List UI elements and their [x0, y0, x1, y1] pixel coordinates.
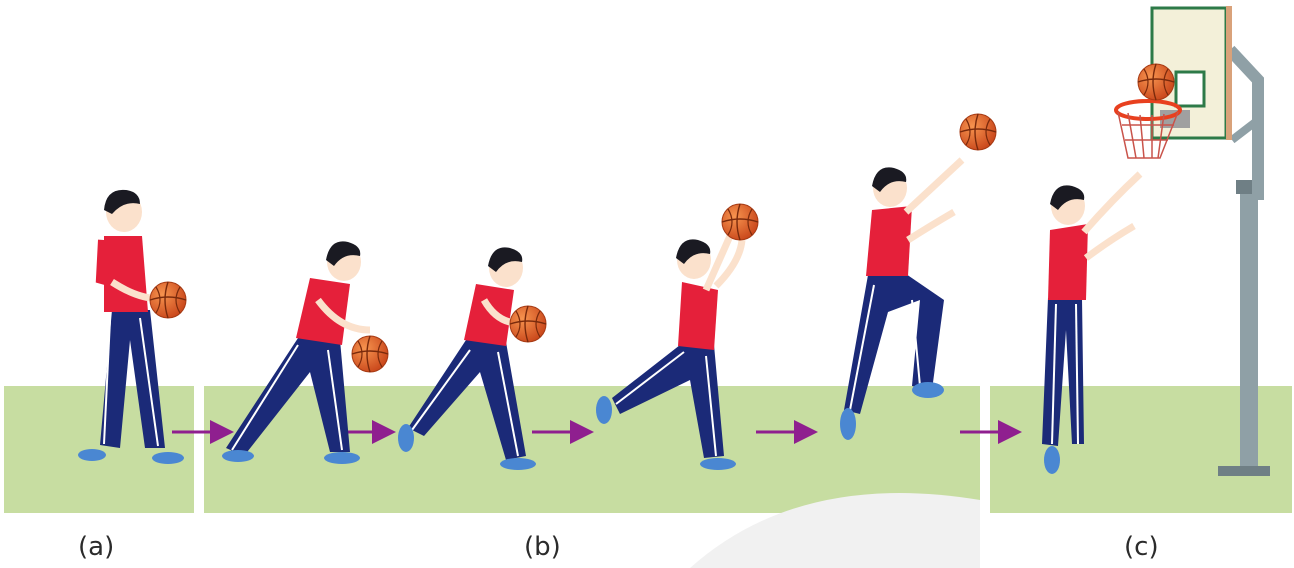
court-panel-a [4, 386, 194, 513]
ball-4 [722, 204, 758, 240]
ball-2 [352, 336, 388, 372]
ball-5 [960, 114, 996, 150]
hoop-base [1218, 466, 1270, 476]
court-panels [4, 386, 1292, 513]
ball-3 [510, 306, 546, 342]
hoop-pole [1240, 190, 1258, 470]
panel-label-a: (a) [78, 532, 114, 562]
ball-1 [150, 282, 186, 318]
ball-at-hoop [1138, 64, 1174, 100]
backboard-target-square [1176, 72, 1204, 106]
panel-label-c: (c) [1124, 532, 1159, 562]
panel-label-b: (b) [524, 532, 561, 562]
